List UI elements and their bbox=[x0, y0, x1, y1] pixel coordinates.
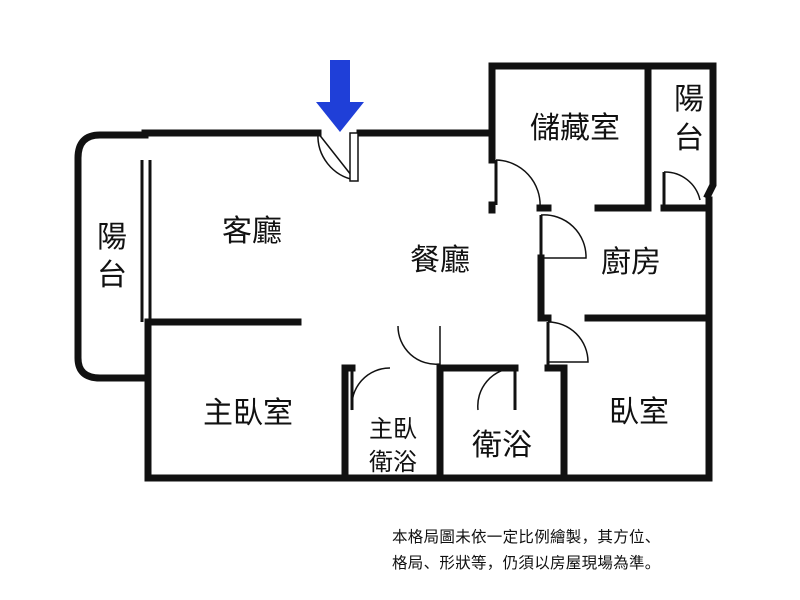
door-swings bbox=[317, 132, 701, 411]
balcony-right-wall bbox=[644, 62, 717, 200]
storage-door bbox=[495, 159, 541, 209]
disclaimer: 本格局圖未依一定比例繪製，其方位、 格局、形狀等，仍須以房屋現場為準。 bbox=[392, 524, 792, 576]
bedroom-right-wall bbox=[146, 314, 713, 482]
bedroom-door bbox=[547, 321, 589, 363]
balcony-right-label-1: 陽 bbox=[674, 82, 704, 117]
entrance-door bbox=[317, 132, 356, 181]
hall-bath-door bbox=[397, 325, 441, 365]
master-bath-door bbox=[351, 367, 391, 411]
bath-door bbox=[477, 367, 516, 411]
room-labels: 客廳 餐廳 儲藏室 陽 台 陽 台 廚房 主臥室 主臥 衛浴 衛浴 臥室 bbox=[97, 82, 704, 476]
balcony-left-wall bbox=[74, 131, 152, 382]
kitchen-door bbox=[540, 214, 587, 259]
disclaimer-line-1: 本格局圖未依一定比例繪製，其方位、 bbox=[392, 528, 661, 546]
living-window bbox=[140, 160, 152, 322]
kitchen-label: 廚房 bbox=[601, 245, 661, 280]
entrance-arrow-icon bbox=[316, 60, 364, 132]
bathroom-label: 衛浴 bbox=[472, 428, 532, 463]
entrance-door-leaf bbox=[349, 132, 359, 182]
balcony-right-label-2: 台 bbox=[674, 121, 704, 156]
arrow-head bbox=[316, 102, 364, 132]
balcony-door bbox=[663, 171, 701, 201]
living-room-label: 客廳 bbox=[222, 214, 282, 249]
kitchen-left-wall bbox=[537, 254, 552, 322]
bedroom-label: 臥室 bbox=[609, 395, 669, 430]
storage-room-label: 儲藏室 bbox=[530, 111, 620, 146]
master-bedroom-label: 主臥室 bbox=[203, 396, 293, 431]
disclaimer-line-2: 格局、形狀等，仍須以房屋現場為準。 bbox=[392, 554, 661, 572]
dining-room-label: 餐廳 bbox=[410, 243, 470, 278]
arrow-shaft bbox=[330, 60, 350, 104]
thin-walls bbox=[140, 160, 666, 410]
balcony-left-label-1: 陽 bbox=[97, 220, 127, 255]
master-bath-label-1: 主臥 bbox=[369, 415, 417, 443]
balcony-left-label-2: 台 bbox=[97, 258, 127, 293]
master-bath-label-2: 衛浴 bbox=[369, 448, 417, 476]
